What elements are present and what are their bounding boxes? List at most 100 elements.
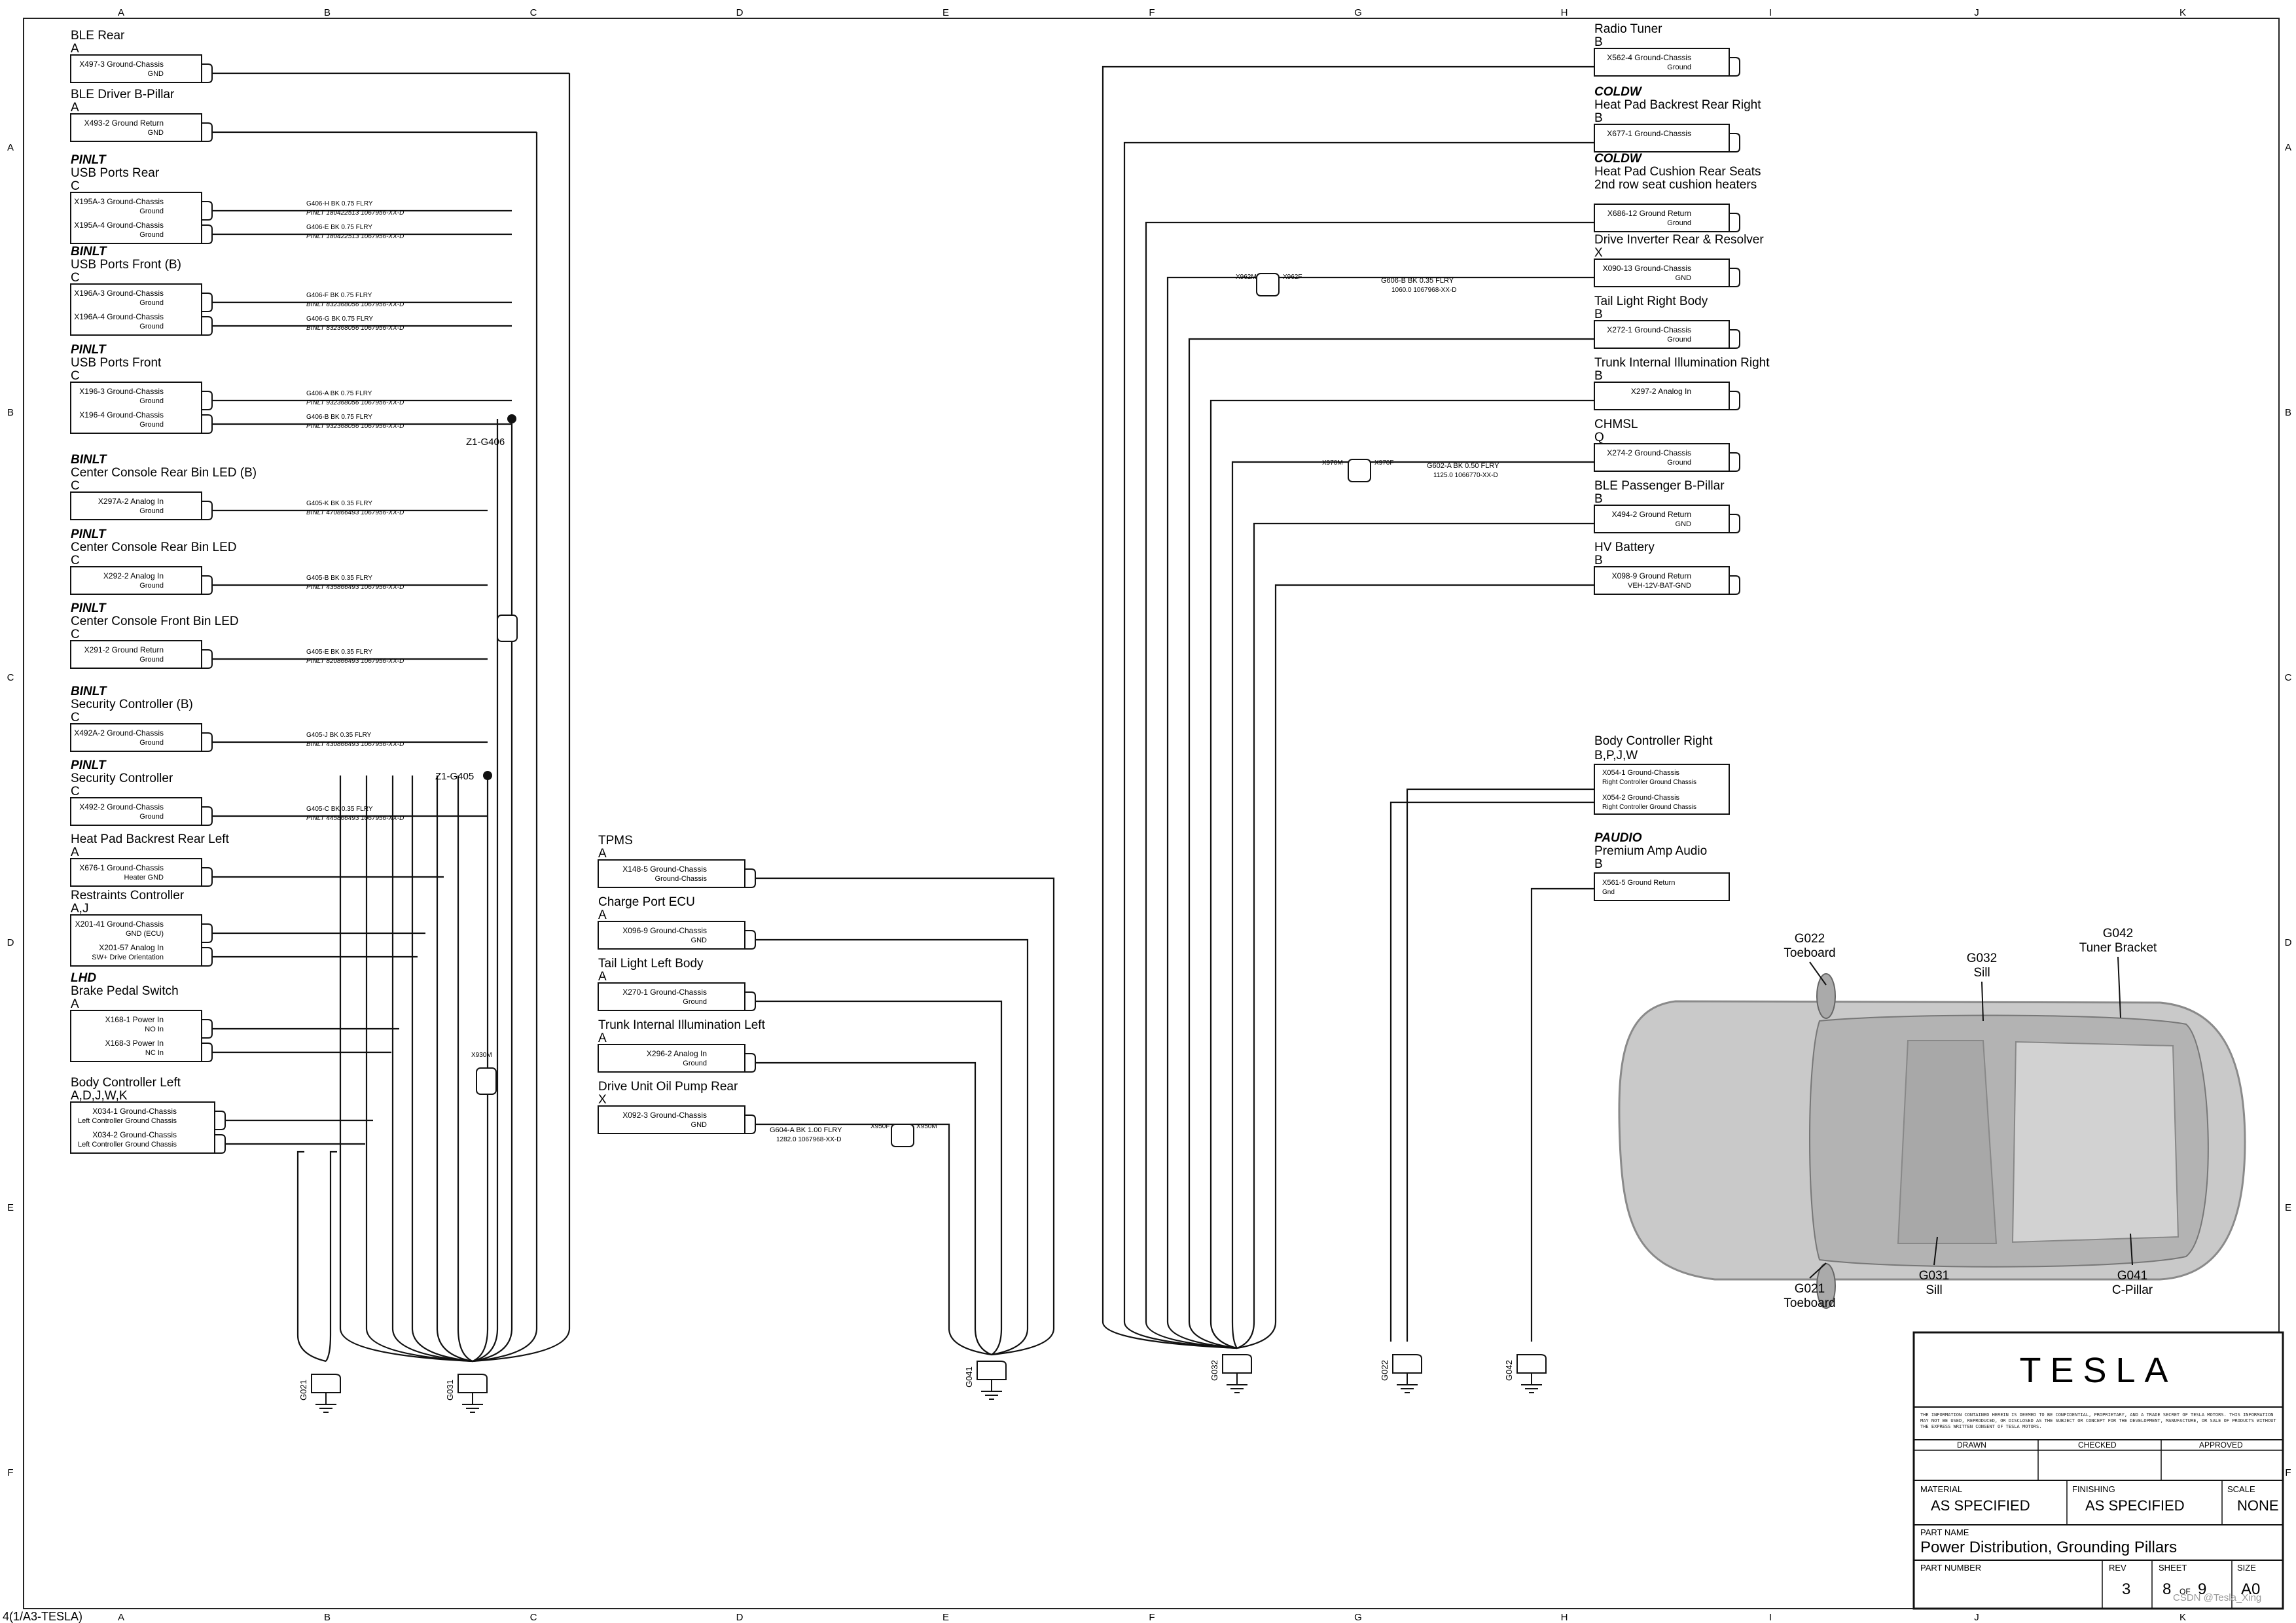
wire-trunk-g032 bbox=[1231, 461, 1594, 1349]
component-box bbox=[70, 491, 202, 520]
connector-tab bbox=[202, 649, 213, 669]
component-box bbox=[70, 566, 202, 595]
wire-trunk-g032 bbox=[1145, 221, 1594, 1349]
ground-label: G041 bbox=[964, 1366, 974, 1387]
connector-tab bbox=[745, 1053, 756, 1073]
pin-label: X196A-4 Ground-Chassis bbox=[74, 312, 164, 321]
connector-tab bbox=[745, 1115, 756, 1134]
wire-harness bbox=[212, 65, 1594, 1363]
connector-tab bbox=[1729, 133, 1740, 152]
pin-label: X686-12 Ground Return bbox=[1607, 209, 1691, 218]
x561-5-label: X561-5 Ground Return bbox=[1602, 879, 1675, 887]
pin-label: X098-9 Ground Return bbox=[1612, 571, 1691, 580]
wire-circuit: BINLT 832368056 1067956-XX-D bbox=[306, 301, 404, 308]
wire-trunk-g021 bbox=[296, 1150, 327, 1363]
splice-g405-dot bbox=[483, 771, 492, 780]
wire-trunk-g032 bbox=[1210, 399, 1594, 1349]
component-name: Charge Port ECU bbox=[598, 895, 695, 909]
connector-tab bbox=[202, 501, 213, 520]
rev-value: 3 bbox=[2122, 1580, 2130, 1598]
pin-sub-label: Ground bbox=[139, 299, 164, 307]
component-name: Trunk Internal Illumination Right bbox=[1594, 356, 1770, 370]
connector-tab bbox=[202, 201, 213, 221]
grid-row-right-D: D bbox=[2285, 937, 2292, 948]
component-tag: PINLT bbox=[71, 343, 107, 357]
connector-tab bbox=[215, 1134, 226, 1154]
component-variant: A bbox=[71, 846, 79, 859]
component-variant: B bbox=[1594, 111, 1603, 125]
ground-connector bbox=[1516, 1354, 1547, 1374]
grid-row-left-E: E bbox=[7, 1202, 14, 1213]
component-name: Heat Pad Backrest Rear Left bbox=[71, 832, 230, 846]
material-value: AS SPECIFIED bbox=[1931, 1497, 2030, 1514]
wire-trunk-g032 bbox=[1236, 522, 1594, 1349]
pin-sub-label: Ground bbox=[139, 507, 164, 515]
connector-tab bbox=[202, 414, 213, 434]
pin-label: X270-1 Ground-Chassis bbox=[622, 988, 707, 997]
pin-label: X297A-2 Analog In bbox=[98, 497, 164, 506]
pin-label: X291-2 Ground Return bbox=[84, 645, 164, 654]
component-name: TPMS bbox=[598, 834, 633, 847]
component-box bbox=[598, 1105, 745, 1134]
component-box bbox=[70, 1010, 202, 1062]
pin-label: X492A-2 Ground-Chassis bbox=[74, 728, 164, 738]
body-controller-right-box bbox=[1594, 764, 1730, 815]
component-name: CHMSL bbox=[1594, 418, 1638, 431]
ground-connector bbox=[1392, 1354, 1422, 1374]
wire-trunk bbox=[472, 776, 489, 1363]
component-variant: B bbox=[1594, 369, 1603, 383]
connector-tab bbox=[745, 930, 756, 950]
wire-spec: G405-E BK 0.35 FLRY bbox=[306, 649, 372, 656]
pin-sub-label: Ground bbox=[139, 813, 164, 821]
wire-circuit: BINLT 430866493 1067956-XX-D bbox=[306, 741, 404, 748]
connector-tab bbox=[202, 122, 213, 142]
connector-tab bbox=[202, 1043, 213, 1062]
premium-amp-box bbox=[1594, 872, 1730, 901]
body-controller-right-variant: B,P,J,W bbox=[1594, 749, 1638, 762]
component-variant: C bbox=[71, 785, 80, 798]
component-box bbox=[70, 723, 202, 752]
checked-label: CHECKED bbox=[2078, 1440, 2117, 1450]
car-label-g022-desc: Toeboard bbox=[1784, 946, 1835, 960]
component-variant: B bbox=[1594, 308, 1603, 321]
grid-col-top-J: J bbox=[1974, 7, 1979, 18]
pin-label: X497-3 Ground-Chassis bbox=[79, 60, 164, 69]
grid-row-left-A: A bbox=[7, 142, 14, 153]
wire-spec: G406-H BK 0.75 FLRY bbox=[306, 200, 373, 207]
wire-trunk bbox=[391, 776, 473, 1363]
pin-sub-label: GND (ECU) bbox=[126, 930, 164, 938]
component-box bbox=[1594, 124, 1730, 152]
connector-tab bbox=[202, 923, 213, 943]
finishing-label: FINISHING bbox=[2072, 1484, 2115, 1494]
wire-trunk-g032 bbox=[1102, 65, 1594, 1349]
wire-circuit: PINLT 445866493 1067956-XX-D bbox=[306, 815, 404, 822]
component-trunk-internal-illumination-right: Trunk Internal Illumination RightBX297-2… bbox=[1594, 356, 1770, 410]
x054-2-label: X054-2 Ground-Chassis bbox=[1602, 794, 1680, 802]
component-name-line2: 2nd row seat cushion heaters bbox=[1594, 178, 1757, 192]
size-value: A0 bbox=[2241, 1580, 2260, 1598]
wire-circuit: BINLT 470866493 1067956-XX-D bbox=[306, 509, 404, 516]
pin-sub-label: Ground bbox=[1667, 459, 1691, 467]
component-name: BLE Driver B-Pillar bbox=[71, 88, 175, 101]
component-variant: C bbox=[71, 179, 80, 193]
pin-sub-label: Ground bbox=[683, 998, 707, 1006]
wire-circuit: PINLT 180422513 1067956-XX-D bbox=[306, 233, 404, 240]
component-variant: B bbox=[1594, 554, 1603, 567]
wire-premium-amp bbox=[1530, 887, 1594, 1342]
x561-5-sub: Gnd bbox=[1602, 889, 1615, 896]
wire-body-controller-right bbox=[1406, 788, 1594, 1342]
component-name: Heat Pad Cushion Rear Seats bbox=[1594, 165, 1761, 179]
component-box bbox=[598, 1044, 745, 1073]
ground-label: G022 bbox=[1380, 1360, 1390, 1381]
wire-trunk bbox=[472, 132, 538, 1363]
component-name: Security Controller bbox=[71, 772, 173, 785]
pin-sub-label: GND bbox=[148, 129, 164, 137]
sheet-frame bbox=[23, 18, 2280, 1609]
pin-sub-label: GND bbox=[1676, 274, 1692, 282]
connector-tab bbox=[1729, 329, 1740, 349]
car-label-g031-desc: Sill bbox=[1926, 1283, 1942, 1297]
